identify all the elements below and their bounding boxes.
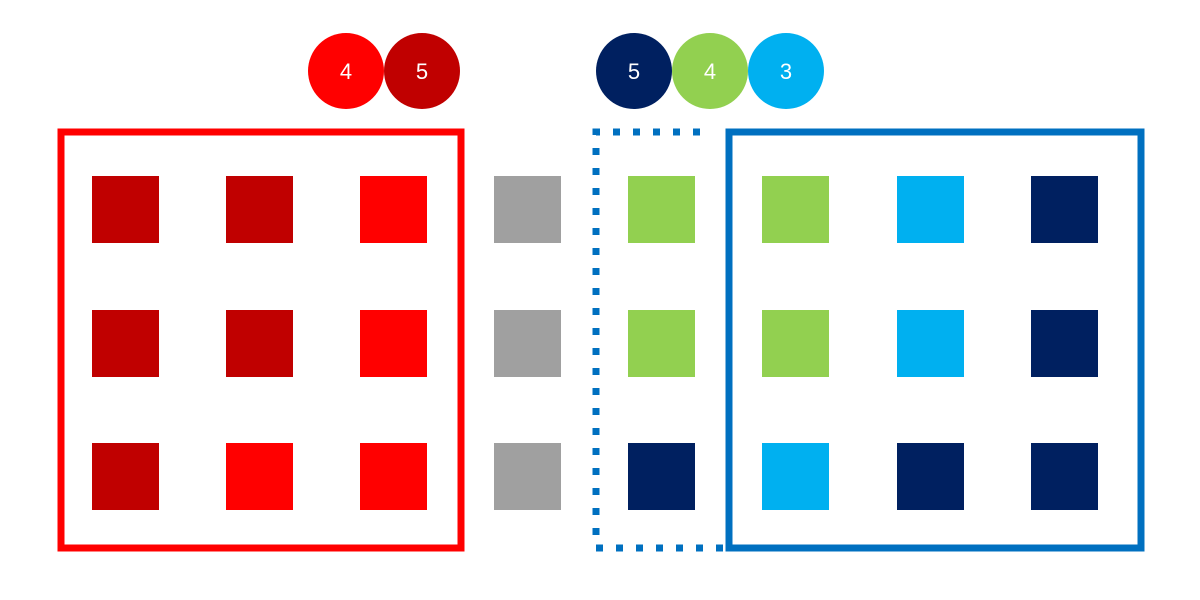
grid-square-r3-c3 (360, 443, 427, 510)
left-badge-2: 5 (384, 33, 460, 109)
grid-square-r1-c3 (360, 176, 427, 243)
grid-square-r1-c7 (897, 176, 964, 243)
right-group-frame (725, 128, 1145, 552)
grid-square-r3-c5 (628, 443, 695, 510)
grid-square-r1-c6 (762, 176, 829, 243)
right-badge-label-2: 4 (704, 59, 716, 84)
badges-layer: 4 5 5 4 3 (308, 33, 824, 109)
left-badge-circle-1 (308, 33, 384, 109)
right-badge-circle-1 (596, 33, 672, 109)
grid-square-r2-c3 (360, 310, 427, 377)
grid-square-r2-c6 (762, 310, 829, 377)
right-badge-3: 3 (748, 33, 824, 109)
right-badge-1: 5 (596, 33, 672, 109)
grid-square-r2-c4 (494, 310, 561, 377)
grid-square-r3-c1 (92, 443, 159, 510)
grid-square-r2-c7 (897, 310, 964, 377)
grid-square-r2-c8 (1031, 310, 1098, 377)
grid-square-r3-c4 (494, 443, 561, 510)
grid-square-r3-c6 (762, 443, 829, 510)
right-badge-circle-3 (748, 33, 824, 109)
squares-layer (92, 176, 1098, 510)
left-group-frame (57, 128, 465, 552)
right-badge-label-3: 3 (780, 59, 792, 84)
grid-square-r1-c4 (494, 176, 561, 243)
right-badge-label-1: 5 (628, 59, 640, 84)
right-badge-circle-2 (672, 33, 748, 109)
pending-column-dotted-frame (592, 128, 724, 552)
right-badge-2: 4 (672, 33, 748, 109)
grid-square-r1-c2 (226, 176, 293, 243)
grid-square-r2-c2 (226, 310, 293, 377)
grid-square-r2-c5 (628, 310, 695, 377)
grid-square-r3-c8 (1031, 443, 1098, 510)
grid-square-r1-c5 (628, 176, 695, 243)
grid-square-r1-c8 (1031, 176, 1098, 243)
frames-layer (57, 128, 1145, 552)
left-badge-label-2: 5 (416, 59, 428, 84)
left-badge-circle-2 (384, 33, 460, 109)
left-badge-1: 4 (308, 33, 384, 109)
grid-square-r2-c1 (92, 310, 159, 377)
grid-square-r1-c1 (92, 176, 159, 243)
grid-square-r3-c7 (897, 443, 964, 510)
left-badge-label-1: 4 (340, 59, 352, 84)
grid-square-r3-c2 (226, 443, 293, 510)
